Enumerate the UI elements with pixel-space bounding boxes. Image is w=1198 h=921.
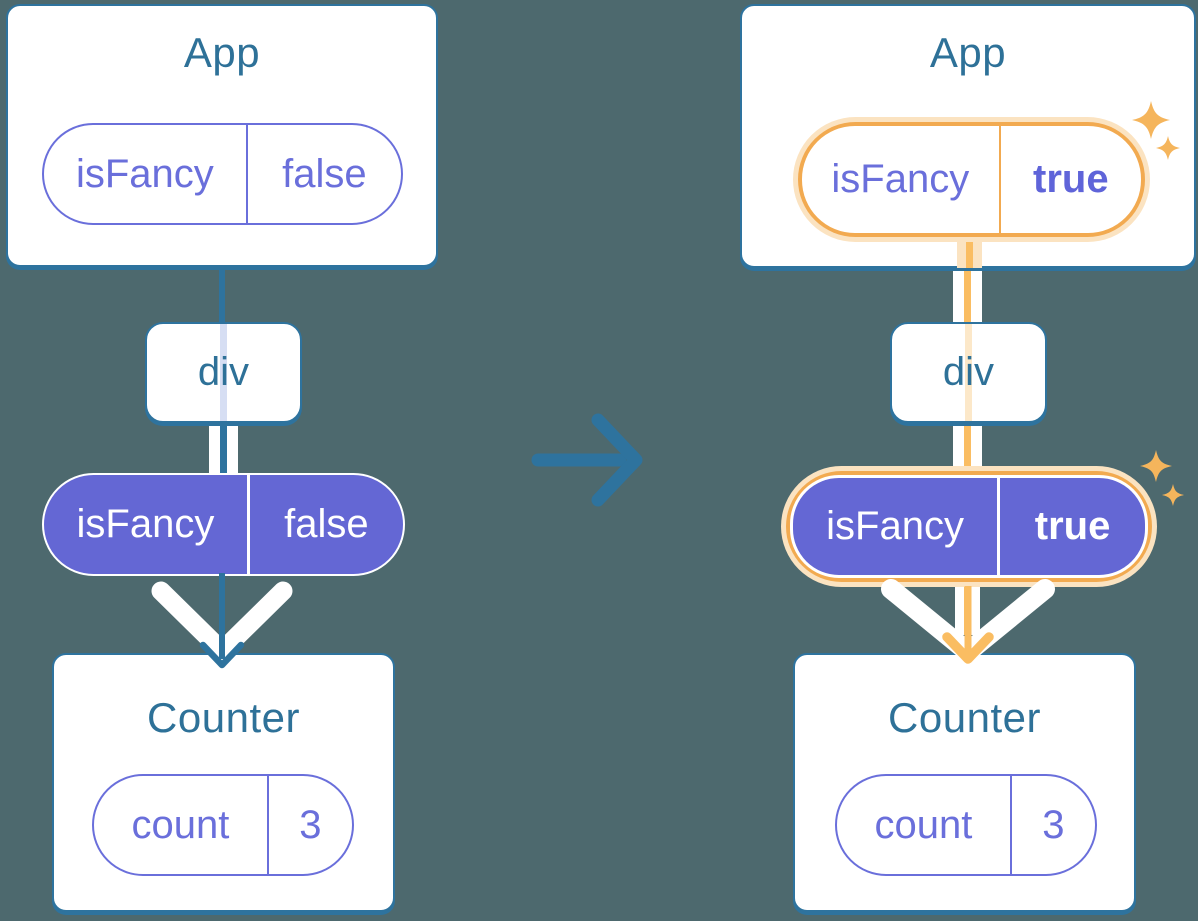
counter-card-before: Counter count 3	[52, 653, 395, 912]
counter-card-after: Counter count 3	[793, 653, 1136, 912]
flow-pill-before: isFancy false	[42, 473, 405, 576]
counter-card-title: Counter	[147, 694, 300, 741]
div-box-label: div	[197, 350, 250, 394]
transition-arrow-icon	[531, 413, 643, 507]
pipe-pill-to-counter-after	[955, 585, 980, 635]
div-box-after: div	[890, 322, 1047, 423]
app-card-after: App isFancy true	[740, 4, 1196, 268]
prop-flow-through-line	[220, 324, 227, 421]
prop-flow-through-line	[965, 324, 972, 421]
prop-pill-value: false	[282, 151, 367, 196]
sparkle-icon	[1140, 450, 1172, 482]
down-arrow-white-before	[151, 581, 293, 661]
state-pill-before: count 3	[92, 774, 354, 876]
app-card-title: App	[929, 29, 1007, 76]
state-pill-key: count	[837, 776, 1012, 874]
prop-pill-key: isFancy	[44, 125, 248, 223]
line-pill-to-card-edge-after	[957, 238, 982, 268]
app-card-title: App	[183, 29, 261, 76]
pipe-app-to-div-after	[953, 268, 982, 324]
state-pill-value: 3	[299, 802, 322, 847]
prop-pill-value: true	[1033, 157, 1109, 201]
pipe-div-to-pill-before	[209, 421, 238, 477]
pipe-div-to-pill-after	[953, 421, 982, 470]
state-pill-value: 3	[1042, 802, 1065, 847]
state-pill-after: count 3	[835, 774, 1097, 876]
prop-pill-key: isFancy	[802, 126, 1001, 233]
div-box-before: div	[145, 322, 302, 423]
sparkle-icon	[1162, 484, 1184, 506]
line-app-to-div-before	[219, 266, 225, 324]
state-pill-key: count	[94, 776, 269, 874]
counter-card-title: Counter	[888, 694, 1041, 741]
flow-pill-value: true	[1034, 504, 1111, 548]
flow-pill-after-highlighted: isFancy true	[781, 466, 1157, 587]
flow-pill-value: false	[284, 502, 369, 546]
prop-pill-after-highlighted: isFancy true	[793, 117, 1150, 242]
div-box-label: div	[942, 350, 995, 394]
prop-pill-before: isFancy false	[42, 123, 403, 225]
flow-pill-key: isFancy	[44, 475, 250, 574]
flow-pill-key: isFancy	[793, 478, 1001, 575]
app-card-before: App isFancy false	[6, 4, 438, 267]
